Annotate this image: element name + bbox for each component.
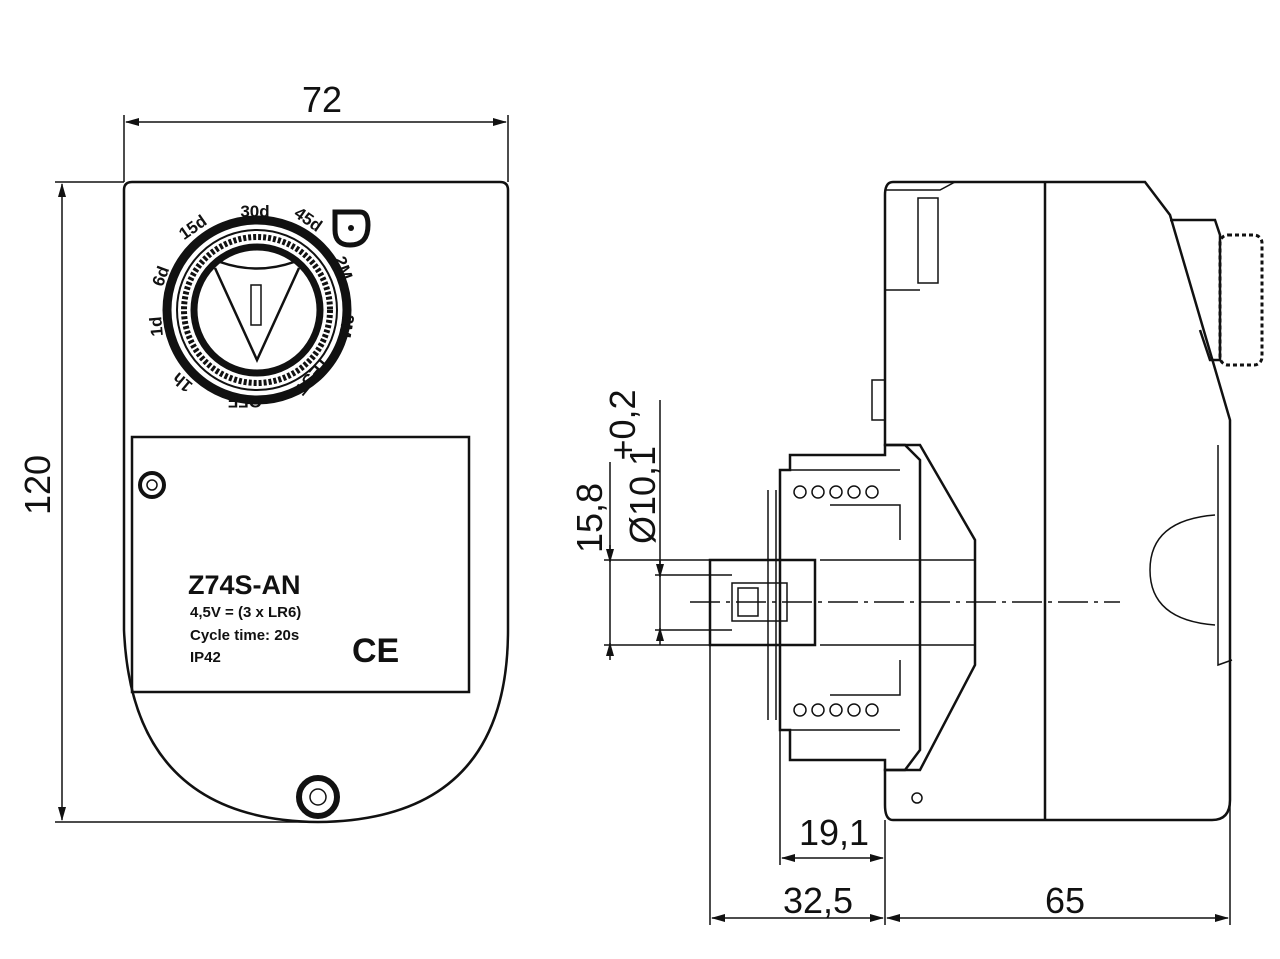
dim-tolerance: +0,2	[602, 389, 643, 460]
dim-diameter: Ø10,1	[622, 446, 663, 544]
front-housing-outline	[122, 180, 510, 824]
height-dimension: 120	[17, 455, 58, 515]
ip-rating: IP42	[190, 649, 221, 666]
cycle-time-spec: Cycle time: 20s	[190, 627, 299, 644]
spring-coils	[767, 485, 879, 720]
dial-label-1d: 1d	[146, 316, 167, 337]
ce-mark: CE	[352, 632, 399, 670]
indicator-icon	[332, 209, 371, 248]
screw-icon	[138, 471, 166, 499]
dim-19-1: 19,1	[799, 812, 869, 853]
model-name: Z74S-AN	[188, 570, 301, 600]
valve-adapter	[778, 443, 977, 772]
dim-32-5: 32,5	[783, 880, 853, 921]
dial-label-2m: 2M	[330, 254, 356, 283]
screw-icon[interactable]	[296, 775, 340, 819]
dim-65: 65	[1045, 880, 1085, 921]
timer-dial[interactable]	[162, 215, 352, 405]
dim-15-8: 15,8	[569, 483, 610, 553]
drive-shaft[interactable]	[708, 558, 817, 647]
dial-label-off: OFF	[228, 392, 262, 411]
voltage-spec: 4,5V = (3 x LR6)	[190, 604, 301, 621]
actuator-body	[883, 180, 1232, 822]
dial-label-30d: 30d	[240, 202, 269, 221]
side-view: 15,8 Ø10,1 +0,2 19,1 32,5 65	[569, 180, 1264, 925]
front-view: 72 120 30d 15d 6d 1d 1h OFF TEST 3M 2M 4…	[17, 79, 510, 824]
manual-knob[interactable]	[1170, 218, 1264, 367]
dial-label-3m: 3M	[335, 313, 358, 340]
label-plate	[130, 435, 471, 694]
width-dimension: 72	[302, 79, 342, 120]
